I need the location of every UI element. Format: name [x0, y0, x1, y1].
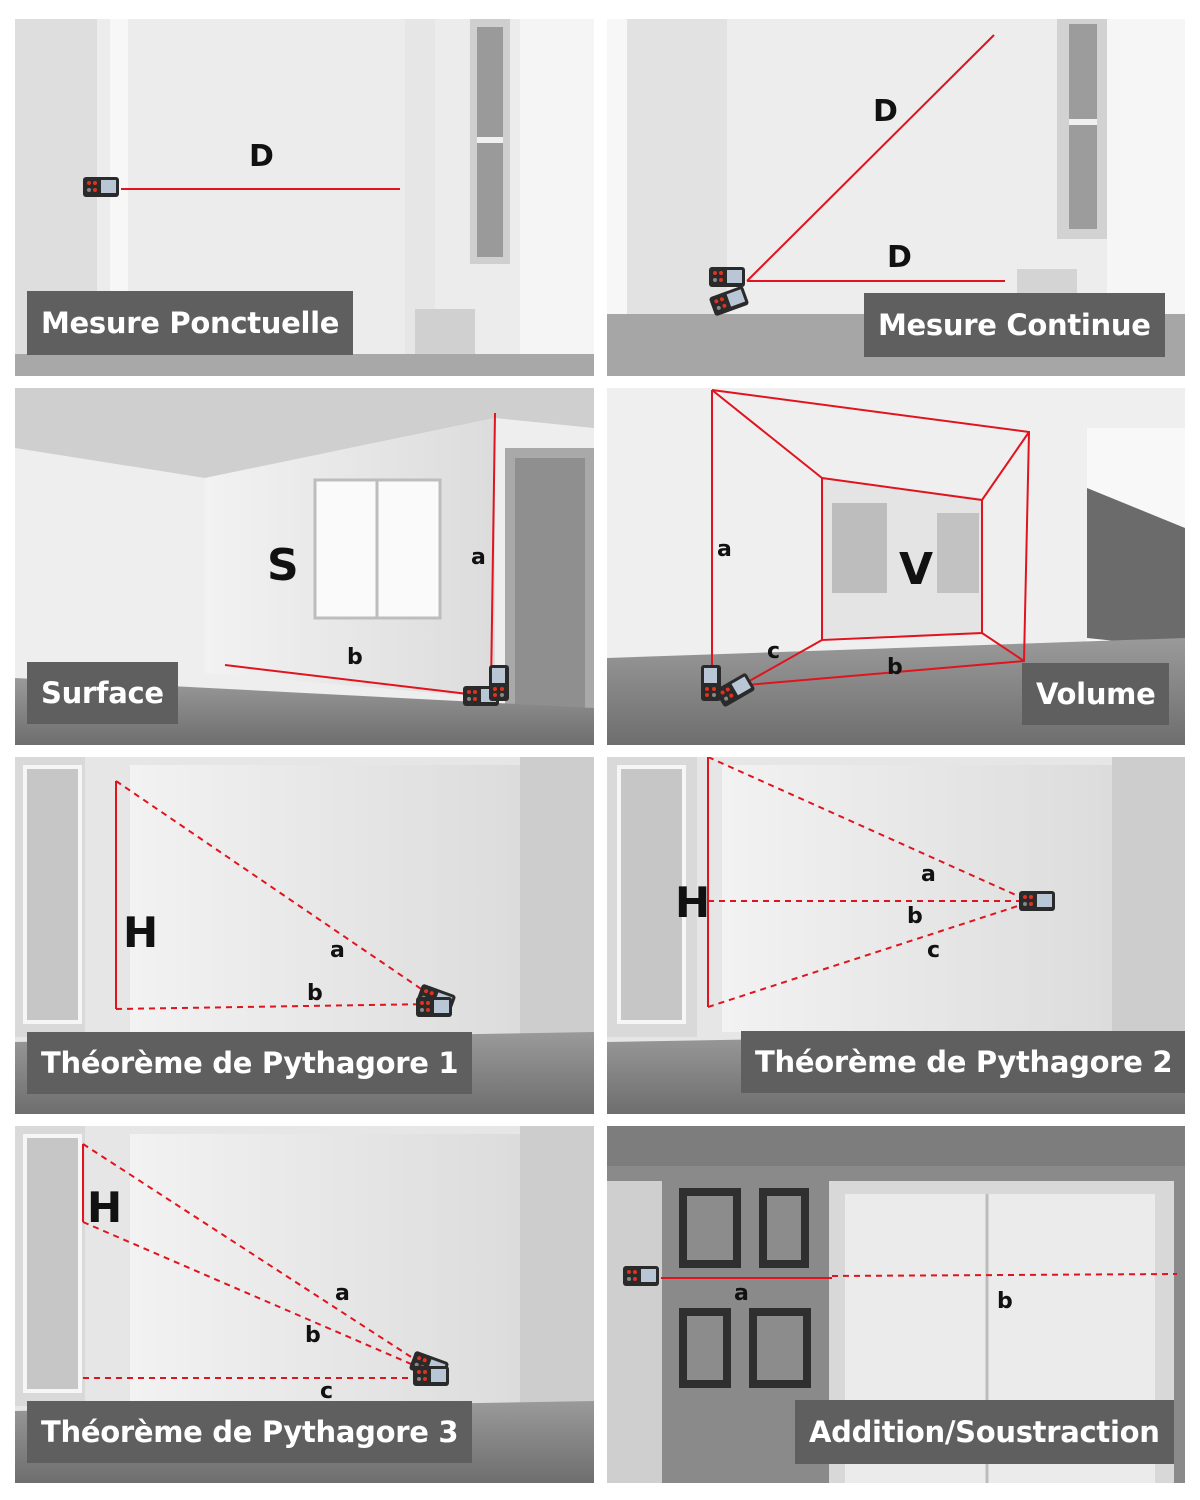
- panel-surface: S a b Surface: [15, 388, 594, 745]
- label-a: a: [471, 545, 486, 570]
- panel-addition-soustraction: a b Addition/Soustraction: [607, 1126, 1185, 1483]
- label-c: c: [927, 938, 940, 963]
- caption-pythagore-3: Théorème de Pythagore 3: [27, 1401, 473, 1463]
- label-a: a: [335, 1281, 350, 1306]
- panel-volume: V a b c Volume: [607, 388, 1185, 745]
- label-a: a: [921, 862, 936, 887]
- caption-mesure-continue: Mesure Continue: [864, 293, 1165, 357]
- label-h: H: [675, 878, 710, 927]
- panel-pythagore-1: H a b Théorème de Pythagore 1: [15, 757, 594, 1114]
- panel-mesure-continue: D D Mesure Continue: [607, 19, 1185, 376]
- label-b: b: [347, 645, 363, 670]
- caption-pythagore-2: Théorème de Pythagore 2: [741, 1031, 1185, 1093]
- panel-mesure-ponctuelle: D Mesure Ponctuelle: [15, 19, 594, 376]
- label-a: a: [717, 537, 732, 562]
- label-v: V: [899, 544, 933, 595]
- label-c: c: [767, 639, 780, 664]
- caption-surface: Surface: [27, 662, 178, 724]
- label-b: b: [997, 1289, 1013, 1314]
- label-h: H: [87, 1183, 122, 1232]
- label-c: c: [320, 1379, 333, 1404]
- label-s: S: [267, 540, 299, 591]
- caption-addition-soustraction: Addition/Soustraction: [795, 1400, 1174, 1464]
- label-b: b: [907, 904, 923, 929]
- panel-pythagore-2: H a b c Théorème de Pythagore 2: [607, 757, 1185, 1114]
- label-d-horizontal: D: [887, 240, 912, 275]
- label-d: D: [249, 139, 274, 174]
- caption-pythagore-1: Théorème de Pythagore 1: [27, 1032, 473, 1094]
- caption-volume: Volume: [1022, 663, 1170, 725]
- panel-pythagore-3: H a b c Théorème de Pythagore 3: [15, 1126, 594, 1483]
- label-d-diagonal: D: [873, 94, 898, 129]
- caption-mesure-ponctuelle: Mesure Ponctuelle: [27, 291, 354, 355]
- label-b: b: [307, 981, 323, 1006]
- label-h: H: [123, 908, 158, 957]
- label-b: b: [887, 655, 903, 680]
- label-a: a: [734, 1281, 749, 1306]
- label-a: a: [330, 938, 345, 963]
- room-scene: D: [15, 19, 594, 376]
- label-b: b: [305, 1323, 321, 1348]
